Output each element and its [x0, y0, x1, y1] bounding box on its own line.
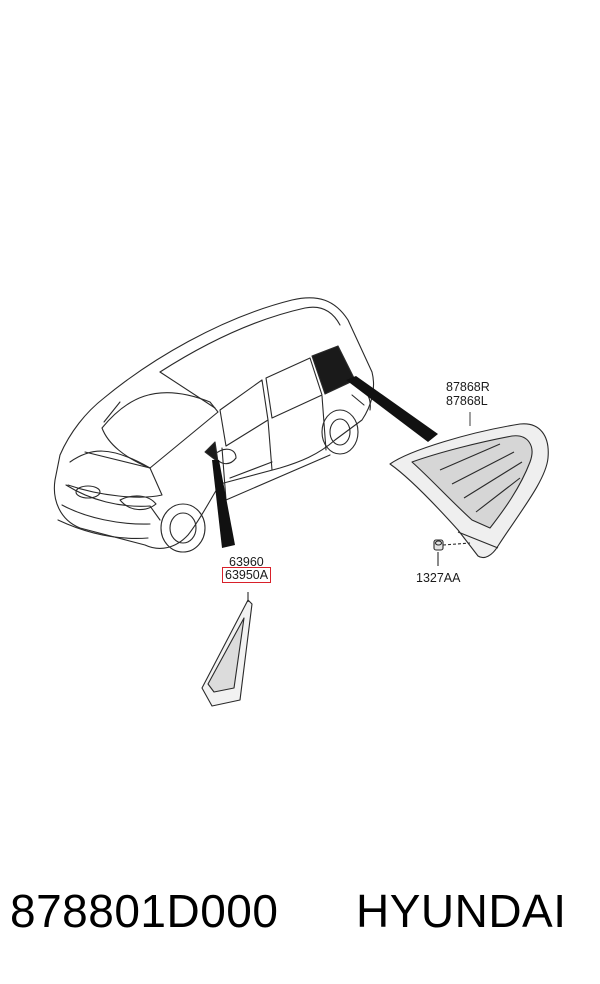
rear-quarter-glass-part — [389, 423, 549, 559]
part-label-1327aa: 1327AA — [416, 571, 461, 585]
part-label-87868l: 87868L — [446, 394, 488, 408]
footer-brand: HYUNDAI — [356, 885, 567, 937]
leader-bands — [212, 376, 438, 548]
car-illustration — [53, 297, 375, 553]
part-label-63950a-highlighted: 63950A — [222, 567, 272, 583]
clip-part — [433, 539, 471, 566]
part-label-87868r: 87868R — [446, 380, 490, 394]
part-label-63960: 63960 — [229, 555, 264, 569]
front-corner-glass-part — [201, 592, 253, 707]
footer-part-number: 878801D000 — [10, 885, 279, 937]
